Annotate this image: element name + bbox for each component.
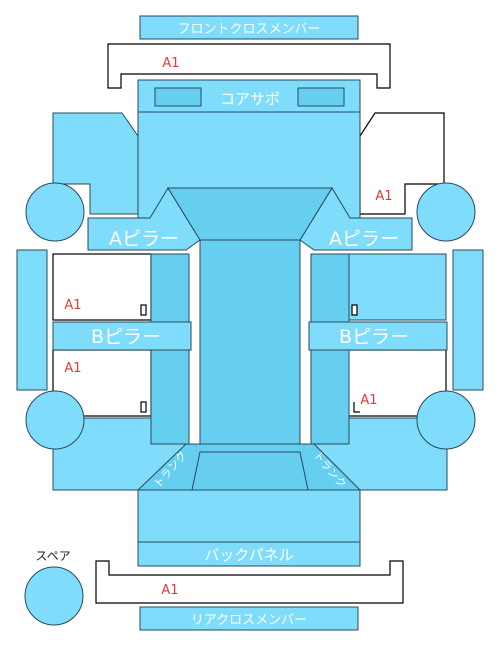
right-front-wheel[interactable]: [416, 182, 476, 242]
right-front-fender-mark: A1: [375, 189, 392, 204]
front-cross-member-mark: A1: [162, 56, 179, 71]
right-rear-door-mark: A1: [360, 393, 377, 408]
right-b-pillar-label: Bピラー: [339, 326, 409, 348]
right-b-pillar[interactable]: [308, 321, 448, 351]
left-front-door-handle: [140, 304, 147, 316]
roof[interactable]: [199, 239, 301, 445]
left-front-door[interactable]: [52, 253, 152, 321]
rear-window[interactable]: [191, 451, 309, 491]
left-front-door-mark: A1: [64, 298, 81, 313]
left-rear-wheel[interactable]: [25, 390, 85, 450]
rear-cross-member-plate[interactable]: [139, 606, 359, 631]
left-headlight[interactable]: [154, 87, 202, 107]
spare-tire[interactable]: [24, 566, 84, 626]
rear-cross-member-mark: A1: [161, 583, 178, 598]
left-rear-quarter-mark: A1: [64, 361, 81, 376]
core-support-label: コアサポ: [220, 90, 280, 108]
left-b-pillar[interactable]: [52, 321, 192, 351]
left-a-pillar-label: Aピラー: [109, 228, 179, 250]
right-a-pillar-label: Aピラー: [329, 228, 399, 250]
back-panel-label: バックパネル: [204, 546, 293, 564]
left-front-wheel[interactable]: [25, 182, 85, 242]
right-rear-wheel[interactable]: [416, 390, 476, 450]
back-panel[interactable]: [137, 541, 361, 567]
right-front-door-handle: [351, 304, 358, 316]
right-front-door[interactable]: [347, 253, 447, 321]
front-cross-member-plate[interactable]: [139, 15, 359, 40]
left-b-pillar-label: Bピラー: [91, 326, 161, 348]
right-side-skirt[interactable]: [452, 249, 484, 391]
rear-cross-member-outline[interactable]: [95, 560, 404, 604]
rear-cross-member-label: リアクロスメンバー: [191, 613, 307, 628]
right-rear-door-handle: [353, 402, 360, 413]
front-cross-member-label: フロントクロスメンバー: [177, 22, 320, 37]
left-rear-door-handle: [140, 401, 147, 413]
spare-tire-label: スペア: [35, 549, 70, 563]
left-side-skirt[interactable]: [16, 249, 48, 391]
right-headlight[interactable]: [297, 87, 345, 107]
front-cross-member-outline[interactable]: [107, 43, 391, 89]
rear-body[interactable]: [137, 489, 361, 543]
